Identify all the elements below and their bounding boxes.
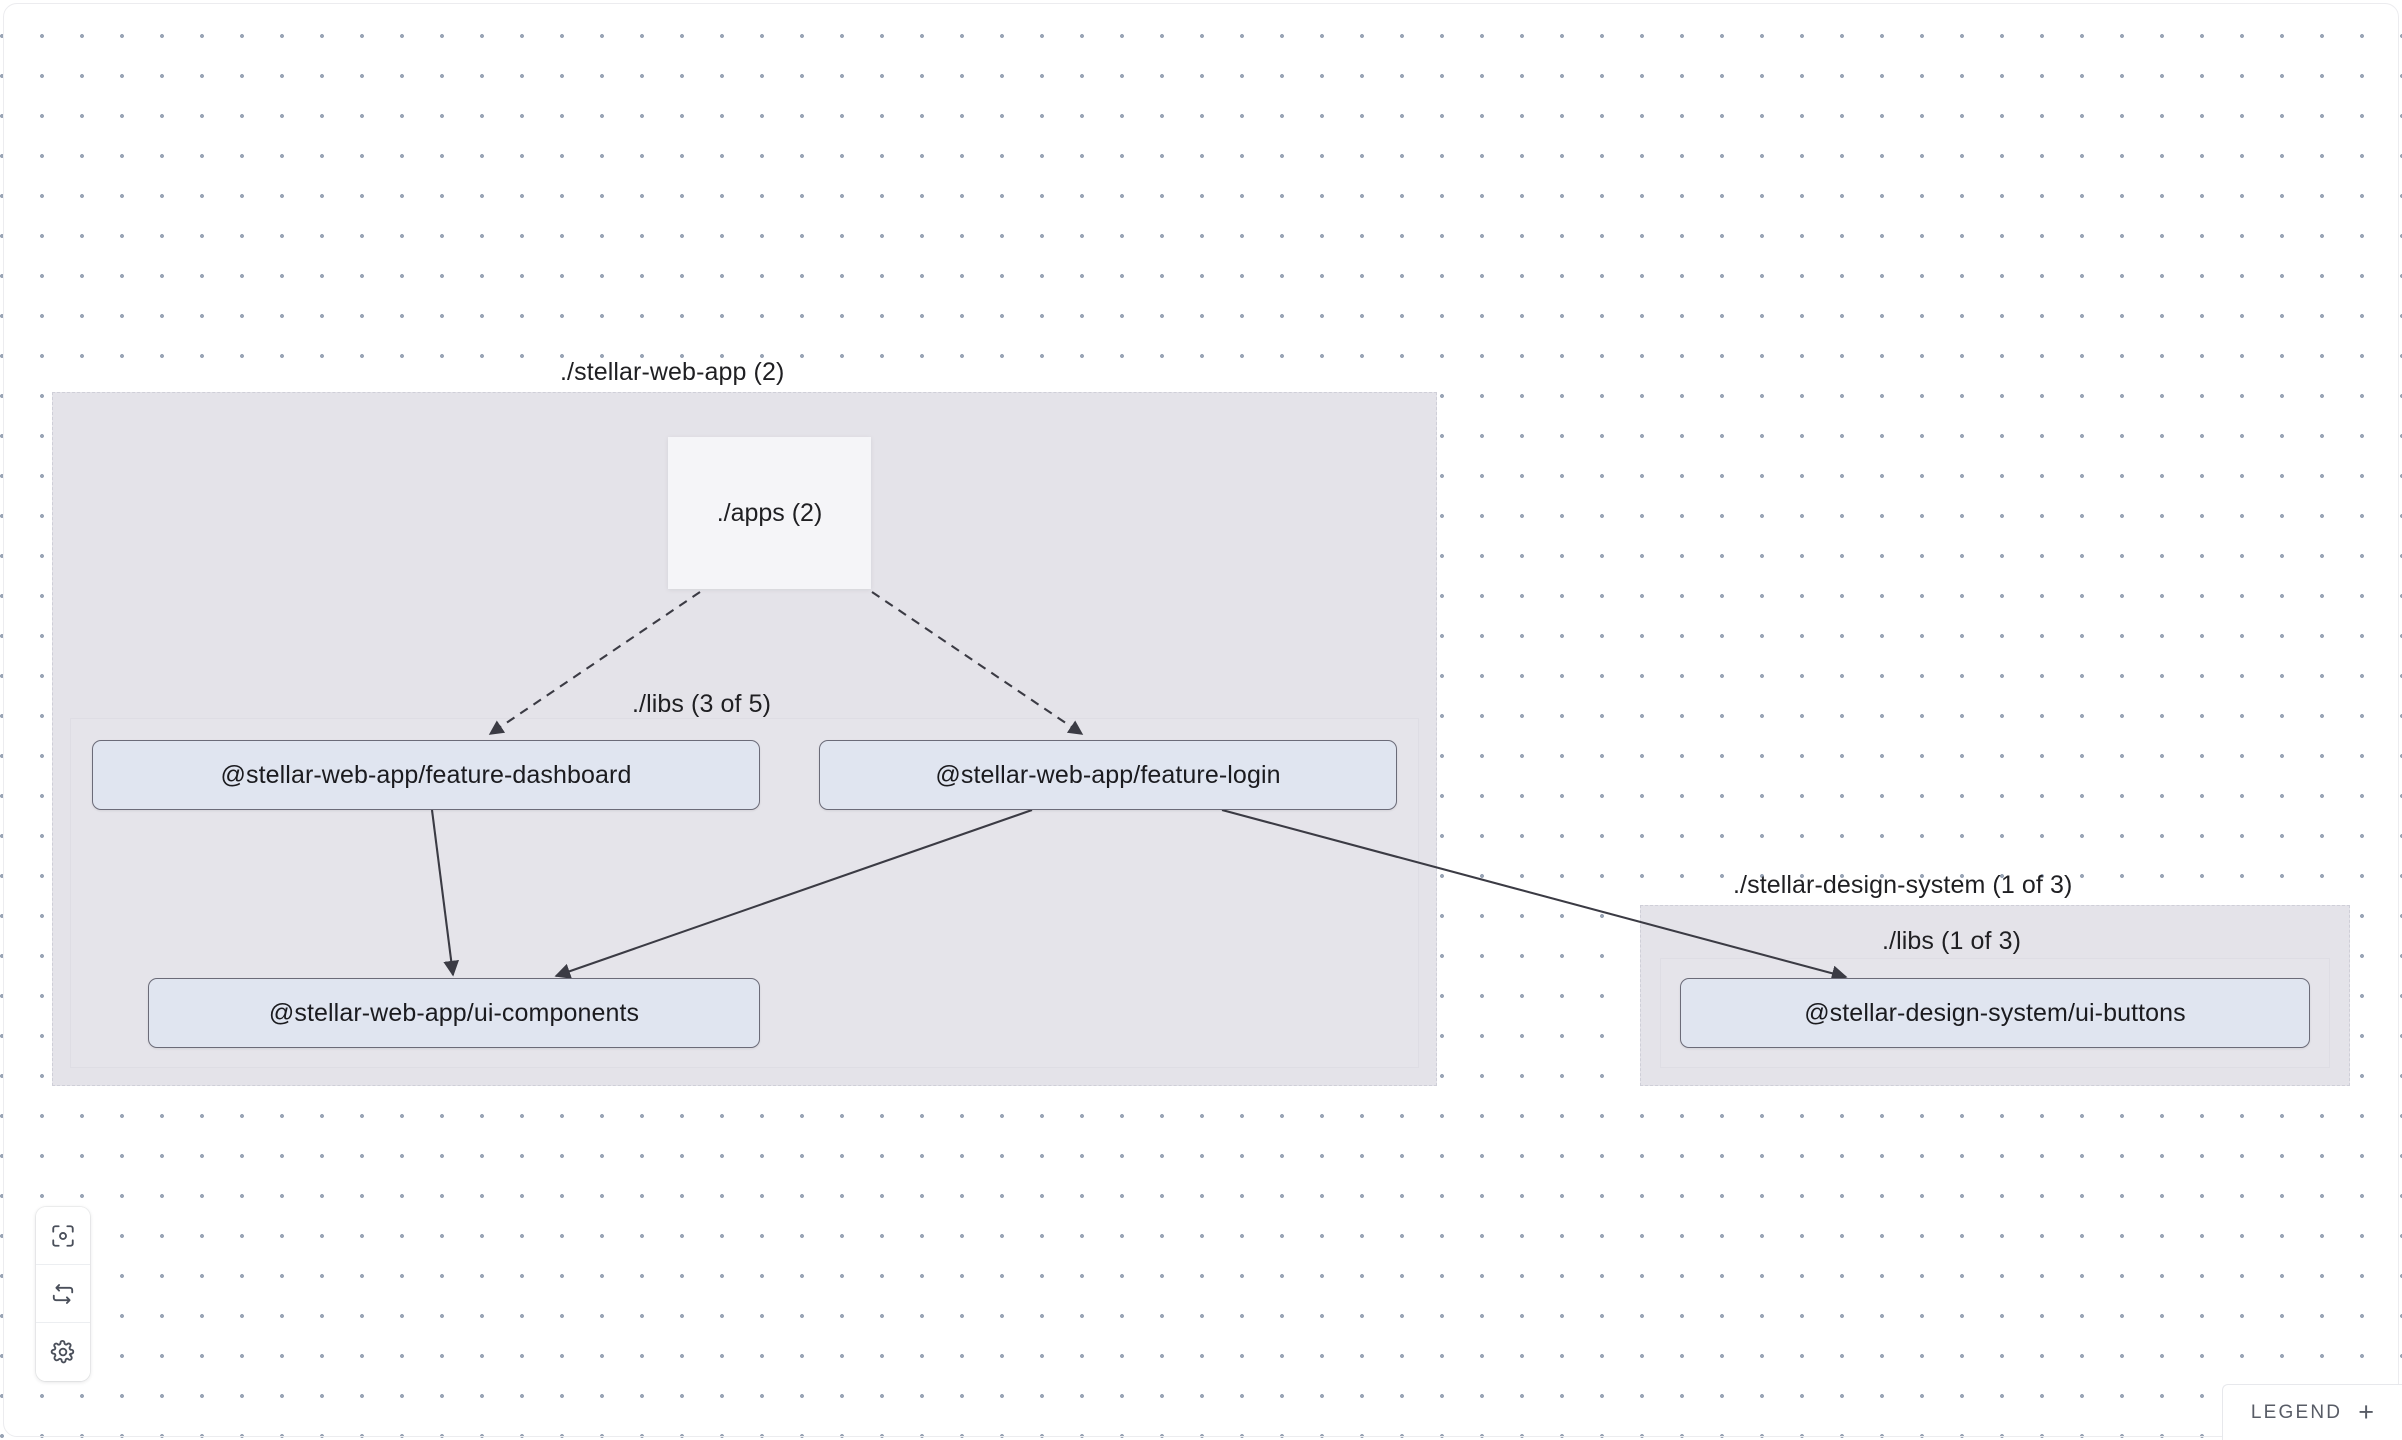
refresh-graph-button[interactable] bbox=[36, 1265, 90, 1323]
node-ui-buttons[interactable]: @stellar-design-system/ui-buttons bbox=[1680, 978, 2310, 1048]
focus-target-icon bbox=[50, 1223, 76, 1249]
focus-graph-button[interactable] bbox=[36, 1207, 90, 1265]
node-feature-dashboard-label: @stellar-web-app/feature-dashboard bbox=[220, 760, 632, 789]
settings-button[interactable] bbox=[36, 1323, 90, 1381]
plus-icon: + bbox=[2358, 1397, 2374, 1427]
node-ui-components-label: @stellar-web-app/ui-components bbox=[268, 998, 640, 1027]
legend-toggle[interactable]: LEGEND + bbox=[2221, 1384, 2402, 1440]
folder-node-apps-label: ./apps (2) bbox=[716, 498, 823, 527]
gear-icon bbox=[50, 1339, 76, 1365]
node-feature-login[interactable]: @stellar-web-app/feature-login bbox=[819, 740, 1397, 810]
group-label-stellar-design-system: ./stellar-design-system (1 of 3) bbox=[1733, 871, 2073, 899]
group-label-web-app-libs: ./libs (3 of 5) bbox=[632, 690, 772, 718]
node-feature-login-label: @stellar-web-app/feature-login bbox=[935, 760, 1281, 789]
folder-tab bbox=[668, 437, 762, 455]
folder-node-apps[interactable]: ./apps (2) bbox=[668, 437, 871, 589]
folder-body: ./apps (2) bbox=[668, 451, 871, 589]
group-label-stellar-web-app: ./stellar-web-app (2) bbox=[560, 358, 785, 386]
refresh-icon bbox=[50, 1281, 76, 1307]
graph-controls-panel[interactable] bbox=[36, 1207, 90, 1381]
group-label-design-system-libs: ./libs (1 of 3) bbox=[1882, 927, 2022, 955]
node-feature-dashboard[interactable]: @stellar-web-app/feature-dashboard bbox=[92, 740, 760, 810]
node-ui-buttons-label: @stellar-design-system/ui-buttons bbox=[1804, 998, 2186, 1027]
node-ui-components[interactable]: @stellar-web-app/ui-components bbox=[148, 978, 760, 1048]
legend-label: LEGEND bbox=[2250, 1401, 2343, 1423]
